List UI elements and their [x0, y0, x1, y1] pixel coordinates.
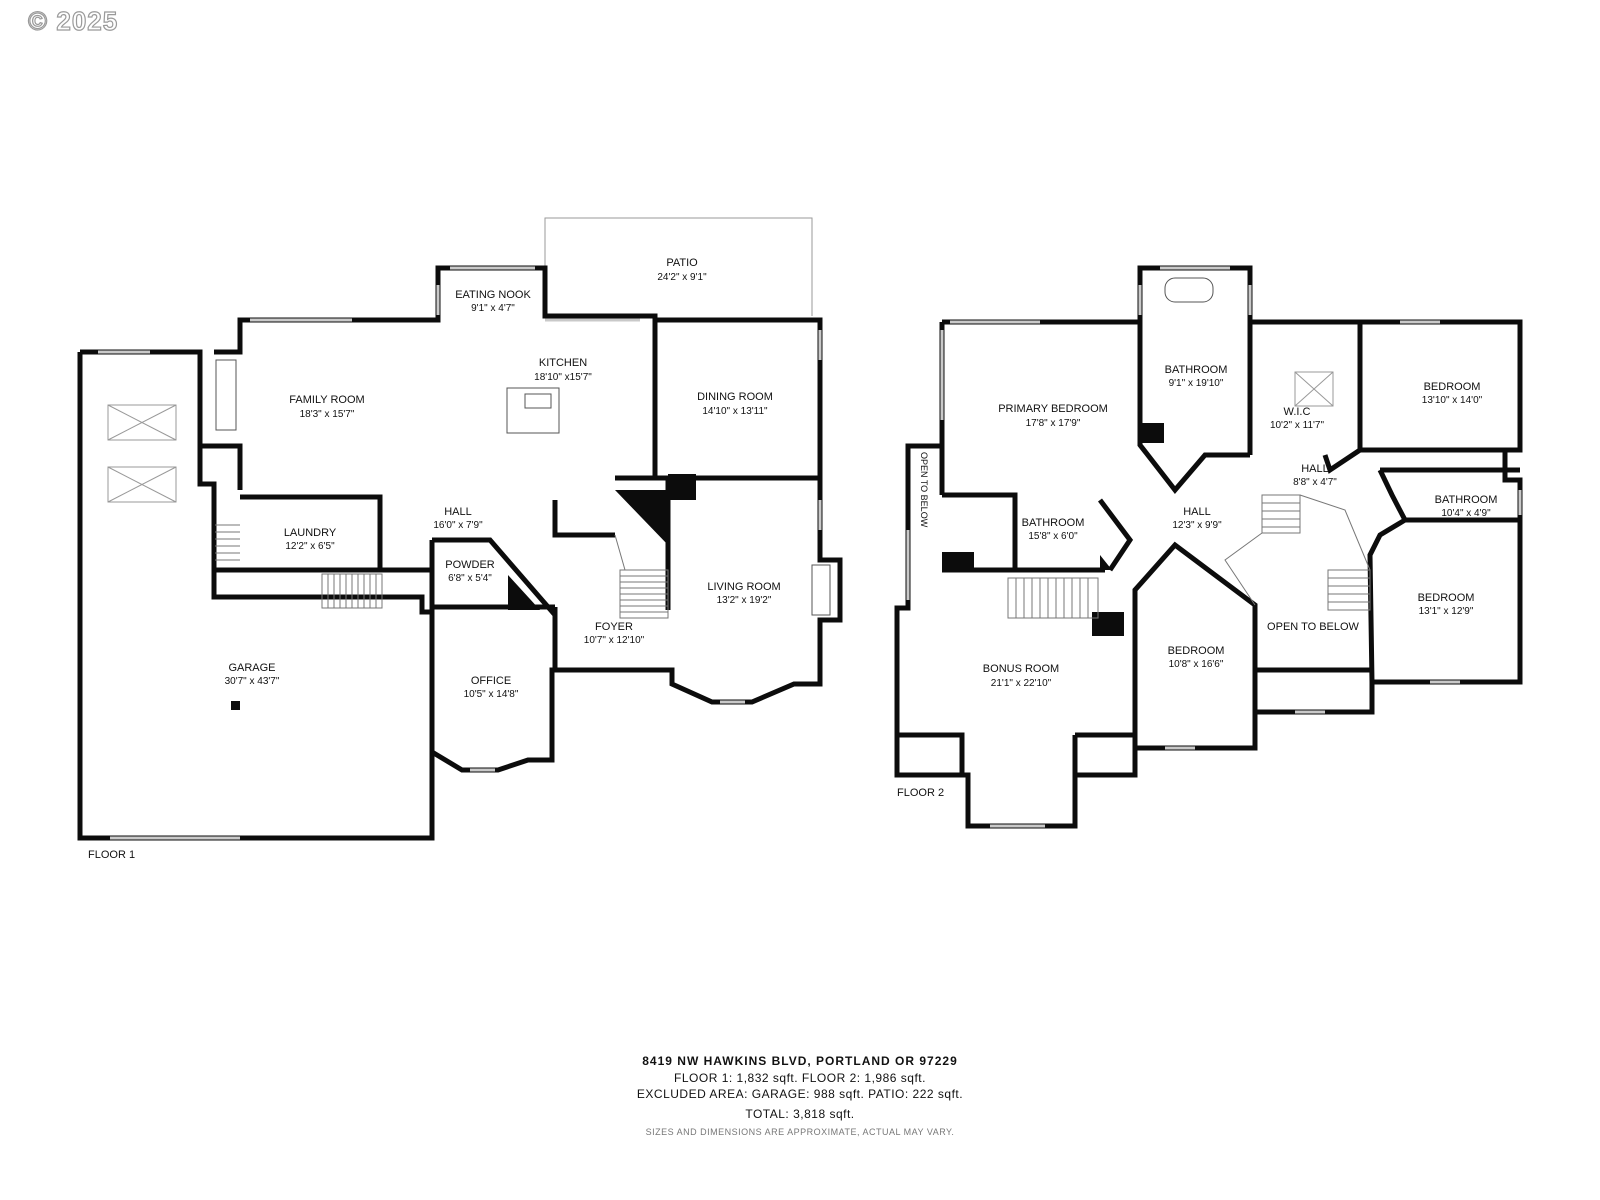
- floor-1-label: FLOOR 1: [88, 849, 135, 861]
- room-name: HALL: [1183, 506, 1211, 518]
- room-dims: 13'10" x 14'0": [1422, 395, 1483, 406]
- room-dims: 14'10" x 13'11": [702, 406, 768, 417]
- room-name: PATIO: [666, 257, 698, 269]
- excluded-area: EXCLUDED AREA: GARAGE: 988 sqft. PATIO: …: [636, 1087, 964, 1101]
- room-dims: 10'8" x 16'6": [1169, 659, 1224, 670]
- room-name: BONUS ROOM: [983, 663, 1059, 675]
- room-dims: 13'2" x 19'2": [717, 595, 772, 606]
- room-name: GARAGE: [228, 662, 275, 674]
- house-walls: [214, 265, 843, 773]
- room-dims: 10'5" x 14'8": [464, 689, 519, 700]
- room-name: EATING NOOK: [455, 289, 531, 301]
- room-name: BATHROOM: [1165, 364, 1228, 376]
- garage-walls: [77, 349, 435, 841]
- address: 8419 NW HAWKINS BLVD, PORTLAND OR 97229: [642, 1054, 958, 1068]
- room-dims: 17'8" x 17'9": [1026, 418, 1081, 429]
- floor-1-labels: PATIO 24'2" x 9'1" EATING NOOK 9'1" x 4'…: [88, 257, 781, 861]
- room-name: HALL: [1301, 463, 1329, 475]
- room-name: FOYER: [595, 621, 633, 633]
- room-dims: 8'8" x 4'7": [1293, 477, 1337, 488]
- room-dims: 16'0" x 7'9": [433, 520, 483, 531]
- open-to-below-label: OPEN TO BELOW: [1267, 621, 1360, 633]
- total-area: TOTAL: 3,818 sqft.: [745, 1107, 855, 1121]
- room-name: BATHROOM: [1022, 517, 1085, 529]
- room-dims: 9'1" x 19'10": [1169, 378, 1224, 389]
- room-dims: 10'7" x 12'10": [584, 635, 645, 646]
- room-name: KITCHEN: [539, 357, 587, 369]
- room-name: BEDROOM: [1418, 592, 1475, 604]
- floor-2-label: FLOOR 2: [897, 787, 944, 799]
- room-name: POWDER: [445, 559, 495, 571]
- room-dims: 21'1" x 22'10": [991, 678, 1052, 689]
- room-name: DINING ROOM: [697, 391, 773, 403]
- room-dims: 9'1" x 4'7": [471, 303, 515, 314]
- room-name: BEDROOM: [1424, 381, 1481, 393]
- room-dims: 18'10" x15'7": [534, 372, 592, 383]
- floor-2-walls: [894, 265, 1523, 829]
- room-name: LIVING ROOM: [707, 581, 780, 593]
- room-name: BATHROOM: [1435, 494, 1498, 506]
- copyright-watermark: © 2025: [27, 5, 119, 36]
- floor-areas: FLOOR 1: 1,832 sqft. FLOOR 2: 1,986 sqft…: [674, 1071, 926, 1085]
- room-dims: 10'4" x 4'9": [1441, 508, 1491, 519]
- room-dims: 13'1" x 12'9": [1419, 606, 1474, 617]
- open-to-below-vertical: OPEN TO BELOW: [919, 452, 929, 528]
- room-name: HALL: [444, 506, 472, 518]
- room-dims: 12'3" x 9'9": [1172, 520, 1222, 531]
- floor-2-plan: [894, 265, 1523, 829]
- room-dims: 15'8" x 6'0": [1028, 531, 1078, 542]
- room-name: LAUNDRY: [284, 527, 337, 539]
- room-name: BEDROOM: [1168, 645, 1225, 657]
- room-dims: 12'2" x 6'5": [285, 541, 335, 552]
- room-dims: 10'2" x 11'7": [1270, 420, 1325, 431]
- floor-1-plan: [77, 217, 843, 841]
- room-dims: 30'7" x 43'7": [225, 676, 280, 687]
- room-name: W.I.C: [1284, 406, 1311, 418]
- room-dims: 24'2" x 9'1": [657, 272, 707, 283]
- room-name: PRIMARY BEDROOM: [998, 403, 1108, 415]
- floor-2-labels: BATHROOM 9'1" x 19'10" PRIMARY BEDROOM 1…: [897, 364, 1497, 799]
- room-name: FAMILY ROOM: [289, 394, 364, 406]
- room-dims: 18'3" x 15'7": [300, 409, 355, 420]
- disclaimer: SIZES AND DIMENSIONS ARE APPROXIMATE, AC…: [645, 1127, 955, 1137]
- room-name: OFFICE: [471, 675, 511, 687]
- room-dims: 6'8" x 5'4": [448, 573, 492, 584]
